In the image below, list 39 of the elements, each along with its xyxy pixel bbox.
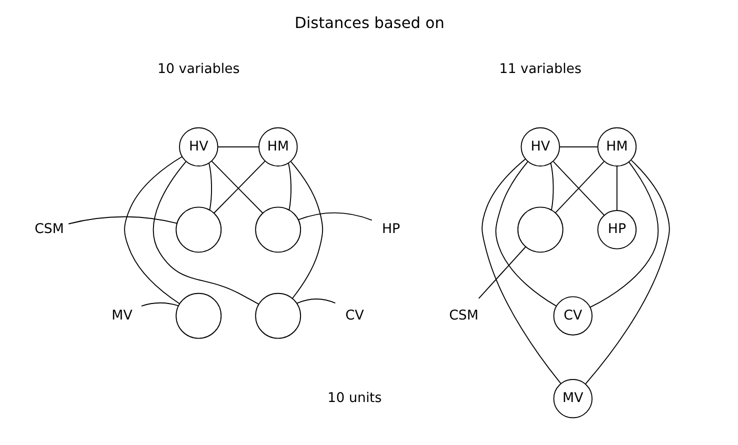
- label: 11 variables: [498, 62, 582, 77]
- connector: [589, 162, 658, 308]
- connector: [550, 162, 554, 210]
- diagram-title: Distances based on: [294, 14, 444, 32]
- node-circle: [175, 292, 222, 339]
- connector: [216, 146, 259, 148]
- node-text: CSM: [448, 308, 478, 324]
- node-text: MV: [111, 308, 132, 324]
- label: 10 variables: [156, 62, 240, 77]
- node-circle: HP: [596, 210, 636, 250]
- connector: [558, 146, 598, 148]
- connector: [124, 156, 182, 304]
- node-circle: MV: [552, 379, 592, 418]
- node-circle: HV: [520, 127, 560, 166]
- connector: [478, 246, 526, 299]
- connector: [616, 166, 617, 211]
- node-text: CV: [344, 308, 364, 324]
- node-text: CSM: [34, 222, 64, 238]
- connector: [287, 162, 291, 210]
- node-circle: [254, 206, 301, 253]
- node-text: HP: [381, 222, 400, 238]
- connector: [584, 160, 670, 384]
- connector: [297, 212, 372, 221]
- node-circle: CV: [552, 296, 592, 336]
- label: 10 units: [327, 391, 382, 406]
- node-circle: HM: [258, 127, 298, 166]
- connector: [152, 160, 259, 305]
- node-circle: [175, 206, 222, 253]
- connector: [481, 158, 561, 384]
- connector: [140, 302, 178, 307]
- node-circle: HV: [178, 127, 218, 166]
- connector: [208, 162, 212, 210]
- connector: [494, 161, 556, 306]
- connector: [296, 298, 336, 304]
- connector: [290, 161, 323, 299]
- node-circle: [516, 206, 563, 253]
- node-circle: [254, 292, 301, 339]
- connector: [68, 216, 177, 224]
- node-circle: HM: [596, 127, 636, 166]
